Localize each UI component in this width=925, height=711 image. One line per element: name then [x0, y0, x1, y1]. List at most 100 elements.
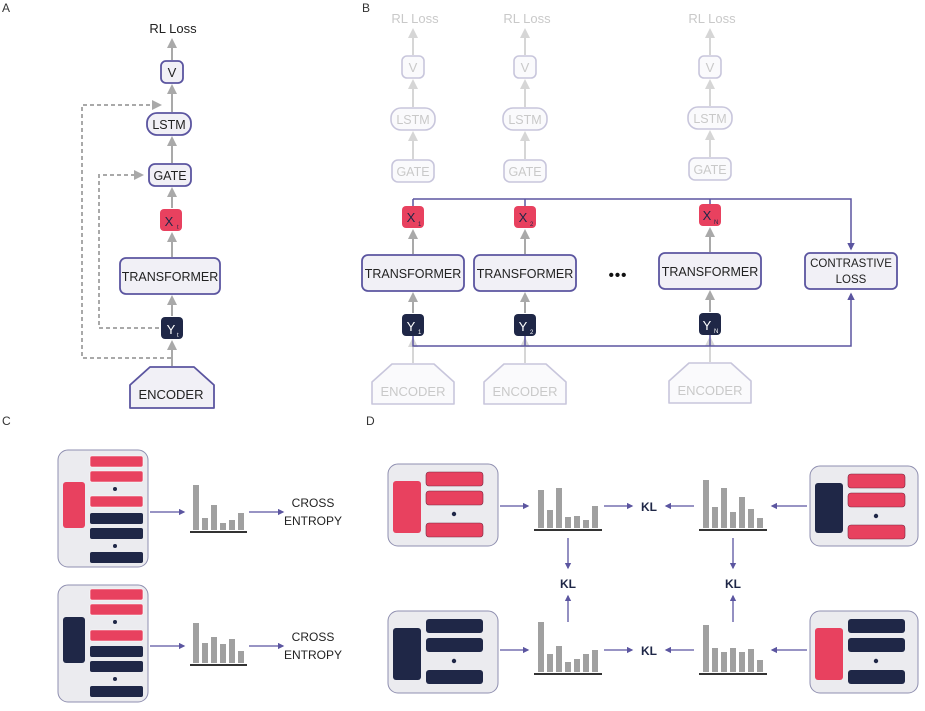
encoder-label-2: ENCODER	[492, 384, 557, 399]
contrastive-label-line2: LOSS	[836, 274, 867, 286]
gate-label: GATE	[153, 169, 186, 183]
transformer-node-1	[361, 254, 465, 292]
rl-loss-label-2: RL Loss	[503, 11, 551, 26]
v-node-1	[401, 55, 425, 79]
lstm-node-2	[502, 107, 548, 131]
transformer-node-2	[473, 254, 577, 292]
x-2-label: X	[519, 210, 528, 225]
x-n-node	[699, 204, 721, 226]
x-2-subscript: 2	[530, 222, 534, 228]
panel-b-column-1: RL Loss V LSTM GATE X 1 TRANSFORMER Y 1 …	[361, 11, 465, 405]
gate-node-2	[503, 159, 547, 183]
rl-loss-label: RL Loss	[149, 21, 197, 36]
cross-entropy-top-line1: CROSS	[292, 496, 335, 510]
panel-d: KL KL KL	[387, 463, 919, 694]
y-1-node	[402, 314, 424, 336]
lstm-node	[146, 112, 192, 136]
x-t-label: X	[165, 214, 174, 229]
x-n-label: X	[703, 208, 712, 223]
kl-top: KL	[641, 500, 657, 514]
x-1-node	[402, 206, 424, 228]
lstm-node-1	[390, 107, 436, 131]
panel-a: RL Loss V LSTM GATE X t TRANSFORMER Y t …	[81, 21, 221, 409]
lstm-label-n: LSTM	[693, 112, 726, 126]
panel-c-histogram-bottom	[190, 623, 247, 666]
gate-node-1	[391, 159, 435, 183]
v-node-2	[513, 55, 537, 79]
transformer-label: TRANSFORMER	[122, 270, 219, 284]
panel-c-top-anchor	[63, 482, 85, 528]
kl-bottom: KL	[641, 644, 657, 658]
panel-c: CROSS ENTROPY CROSS ENTROPY	[57, 449, 342, 703]
panel-label-a: A	[2, 1, 10, 15]
y-2-subscript: 2	[530, 330, 534, 336]
panel-d-histogram-top-right	[699, 480, 767, 531]
cross-entropy-bottom-line2: ENTROPY	[284, 648, 342, 662]
x-1-subscript: 1	[418, 222, 422, 228]
y-t-label: Y	[167, 322, 176, 337]
v-node	[160, 60, 184, 84]
rl-loss-label-1: RL Loss	[391, 11, 439, 26]
cross-entropy-bottom-line1: CROSS	[292, 630, 335, 644]
contrastive-loss-node	[804, 252, 898, 290]
encoder-node	[129, 366, 215, 409]
panel-d-histogram-bottom-right	[699, 625, 767, 675]
lstm-node-n	[687, 106, 733, 130]
v-label-2: V	[521, 60, 530, 75]
y-n-node	[699, 313, 721, 335]
x-to-contrastive-connector	[413, 198, 855, 251]
y-t-node	[161, 317, 183, 339]
transformer-label-n: TRANSFORMER	[662, 265, 759, 279]
x-n-subscript: N	[714, 220, 718, 226]
y-2-node	[514, 314, 536, 336]
transformer-label-1: TRANSFORMER	[365, 267, 462, 281]
lstm-label-2: LSTM	[508, 113, 541, 127]
panel-c-histogram-top	[190, 485, 247, 533]
x-t-node	[160, 209, 182, 231]
gate-label-n: GATE	[693, 163, 726, 177]
v-label: V	[168, 65, 177, 80]
dashed-feedback-to-gate	[98, 170, 159, 329]
v-node-n	[698, 55, 722, 79]
rl-loss-label-n: RL Loss	[688, 11, 736, 26]
contrastive-label-line1: CONTRASTIVE	[810, 258, 892, 270]
kl-right: KL	[725, 577, 741, 591]
ellipsis: •••	[609, 267, 628, 284]
gate-label-1: GATE	[396, 165, 429, 179]
x-2-node	[514, 206, 536, 228]
panel-b: RL Loss V LSTM GATE X 1 TRANSFORMER Y 1 …	[361, 11, 898, 405]
y-to-contrastive-connector	[412, 292, 855, 347]
panel-label-d: D	[366, 414, 375, 428]
transformer-node	[119, 257, 221, 295]
cross-entropy-top-line2: ENTROPY	[284, 514, 342, 528]
y-n-label: Y	[703, 318, 712, 333]
x-t-subscript: t	[177, 225, 179, 231]
panel-d-histogram-top-left	[534, 488, 602, 531]
encoder-label: ENCODER	[138, 387, 203, 402]
x-1-label: X	[407, 210, 416, 225]
encoder-label-n: ENCODER	[677, 383, 742, 398]
encoder-node-2	[483, 363, 567, 405]
y-1-subscript: 1	[418, 330, 422, 336]
lstm-label-1: LSTM	[396, 113, 429, 127]
transformer-node-n	[658, 252, 762, 290]
panel-label-b: B	[362, 1, 370, 15]
y-2-label: Y	[519, 319, 528, 334]
panel-d-histogram-bottom-left	[534, 622, 602, 675]
gate-node-n	[688, 157, 732, 181]
dashed-feedback-to-lstm	[81, 100, 171, 359]
v-label-1: V	[409, 60, 418, 75]
encoder-label-1: ENCODER	[380, 384, 445, 399]
gate-label-2: GATE	[508, 165, 541, 179]
v-label-n: V	[706, 60, 715, 75]
lstm-label: LSTM	[152, 118, 185, 132]
y-1-label: Y	[407, 319, 416, 334]
panel-c-bottom-anchor	[63, 617, 85, 663]
y-t-subscript: t	[177, 333, 179, 339]
encoder-node-n	[668, 362, 752, 404]
panel-label-c: C	[2, 414, 11, 428]
panel-b-column-2: RL Loss V LSTM GATE X 2 TRANSFORMER Y 2 …	[473, 11, 577, 405]
y-n-subscript: N	[714, 329, 718, 335]
transformer-label-2: TRANSFORMER	[477, 267, 574, 281]
